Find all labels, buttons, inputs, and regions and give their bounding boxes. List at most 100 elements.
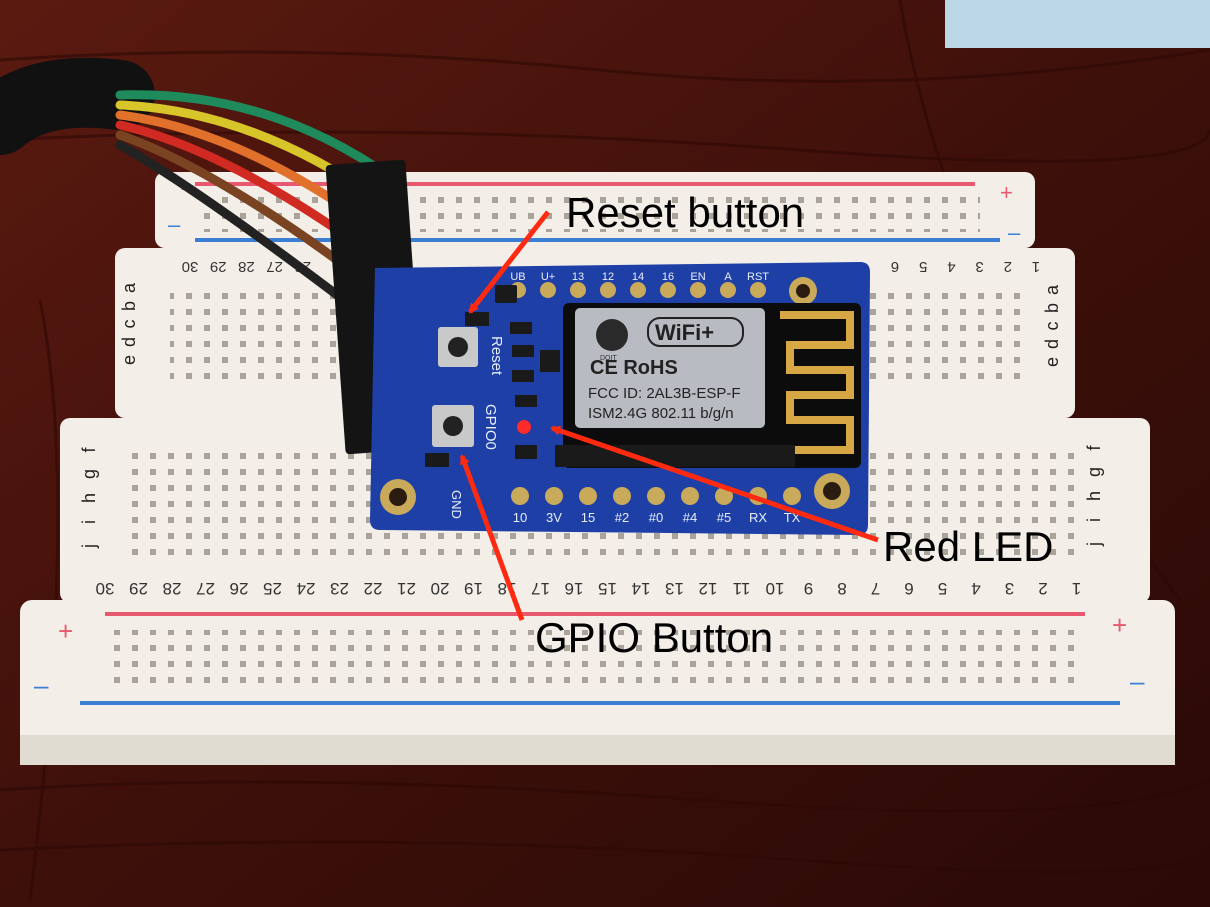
column-number: 20 (431, 579, 450, 598)
row-letter: c (119, 320, 139, 329)
column-number: 22 (364, 579, 383, 598)
column-number: 3 (1005, 579, 1014, 598)
row-letter: g (1084, 467, 1104, 477)
rail-plus-bottom: + (58, 616, 73, 646)
pcb-reset-silk: Reset (488, 336, 505, 376)
row-letter: e (119, 355, 139, 365)
pcb-pin-label: #2 (615, 510, 629, 525)
pcb-pin-label: U+ (541, 271, 555, 283)
pcb-gpio-silk: GPIO0 (482, 404, 499, 450)
column-number: 9 (804, 579, 813, 598)
pcb-pin-label: RST (747, 271, 769, 283)
column-number: 19 (464, 579, 483, 598)
row-letter: f (79, 447, 99, 453)
column-number: 29 (129, 579, 148, 598)
smd-components (425, 285, 560, 467)
column-number: 21 (397, 579, 416, 598)
column-number: 5 (919, 258, 927, 275)
pcb-pin-pad (613, 487, 631, 505)
row-letter: a (119, 282, 139, 293)
row-letter: j (79, 544, 99, 549)
column-number: 6 (891, 258, 899, 275)
column-number: 16 (565, 579, 584, 598)
row-letter: b (119, 301, 139, 311)
pcb-pin-pad (630, 282, 646, 298)
column-number: 6 (904, 579, 913, 598)
column-number: 7 (871, 579, 880, 598)
pcb-pin-label: 3V (546, 510, 562, 525)
red-led-light (517, 420, 531, 434)
gpio-tactile-button (432, 405, 474, 447)
column-number: 3 (975, 258, 983, 275)
rail-minus-top-right: – (1008, 220, 1021, 245)
pcb-pin-label: #5 (717, 510, 731, 525)
column-number: 10 (766, 579, 785, 598)
rail-minus-bottom: – (34, 670, 49, 700)
pcb-pin-pad (600, 282, 616, 298)
reset-button-annotation: Reset button (566, 189, 805, 236)
pcb-pin-pad (579, 487, 597, 505)
column-number: 8 (837, 579, 846, 598)
arrow-reset (468, 210, 550, 314)
column-number: 26 (230, 579, 249, 598)
column-number: 29 (210, 258, 227, 275)
pcb-pin-pad (511, 487, 529, 505)
column-number: 27 (196, 579, 215, 598)
row-letter: a (1042, 284, 1062, 295)
column-number: 28 (238, 258, 255, 275)
paper-corner (945, 0, 1210, 48)
pcb-pin-label: 16 (662, 271, 674, 283)
column-number: 11 (733, 579, 751, 598)
pcb-pin-pad (720, 282, 736, 298)
row-letter: h (1084, 491, 1104, 501)
row-letter: j (1084, 542, 1104, 547)
row-letter: i (79, 520, 99, 524)
module-brand: WiFi+ (655, 320, 714, 345)
column-number: 5 (938, 579, 947, 598)
column-number: 25 (263, 579, 282, 598)
row-letter: c (1042, 322, 1062, 331)
pcb-pin-pad (647, 487, 665, 505)
row-letter: f (1084, 445, 1104, 451)
column-number: 12 (699, 579, 718, 598)
pcb-pin-label: 13 (572, 271, 584, 283)
rail-minus-bottom-right: – (1130, 666, 1145, 696)
column-number: 14 (632, 579, 651, 598)
pcb-pin-pad (690, 282, 706, 298)
pcb-pin-pad (540, 282, 556, 298)
column-number: 17 (531, 579, 550, 598)
row-letter: h (79, 493, 99, 503)
rail-minus-top: – (168, 212, 181, 237)
pcb-pin-pad (660, 282, 676, 298)
red-led-annotation: Red LED (883, 523, 1054, 570)
column-number: 2 (1004, 258, 1012, 275)
pcb-pin-label: EN (690, 271, 705, 283)
pcb-pin-label: 14 (632, 271, 644, 283)
row-letter: g (79, 469, 99, 479)
pcb-pin-pad (783, 487, 801, 505)
pcb-pin-label: 15 (581, 510, 595, 525)
column-number: 24 (297, 579, 316, 598)
pcb-pin-label: RX (749, 510, 767, 525)
column-number: 13 (665, 579, 684, 598)
column-number: 2 (1038, 579, 1047, 598)
rail-plus-top-right: + (1000, 180, 1013, 205)
module-doit: DOIT (600, 355, 617, 362)
pcb-pin-pad (545, 487, 563, 505)
column-number: 1 (1032, 258, 1040, 275)
column-number: 30 (96, 579, 115, 598)
column-number: 27 (266, 258, 283, 275)
column-number: 15 (598, 579, 617, 598)
pcb-pin-label: A (724, 271, 732, 283)
row-letter: d (1042, 339, 1062, 349)
arrow-gpio (459, 454, 525, 621)
column-number: 1 (1072, 579, 1081, 598)
pcb-pin-label: #0 (649, 510, 663, 525)
column-number: 4 (947, 258, 955, 275)
